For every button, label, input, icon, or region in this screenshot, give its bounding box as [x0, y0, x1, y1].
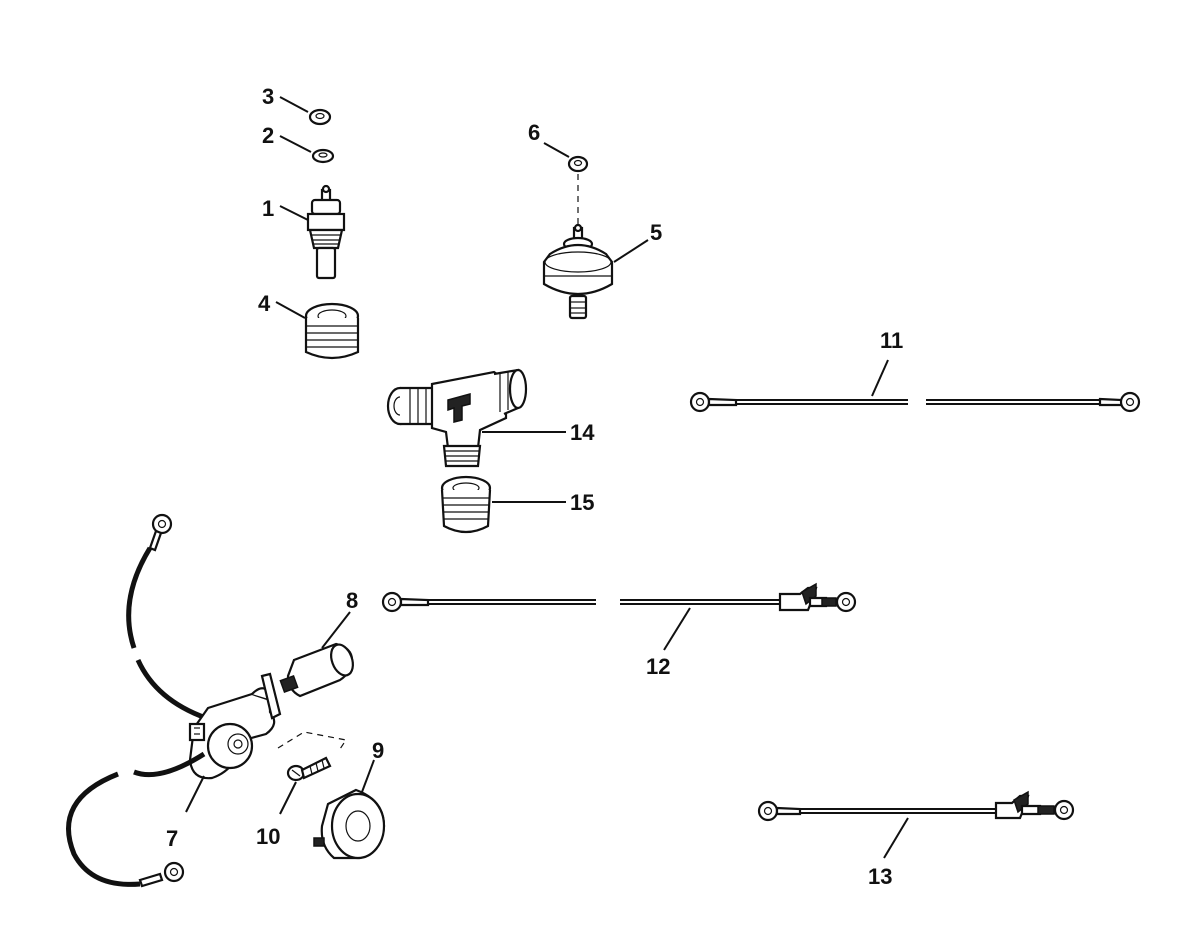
part-1-sender: 1: [262, 184, 346, 280]
part-3-nut: 3: [262, 84, 332, 126]
part-15-bushing: 15: [440, 475, 594, 534]
part-10-screw: 10: [256, 756, 332, 849]
callout-2: 2: [262, 123, 274, 148]
callout-3: 3: [262, 84, 274, 109]
callout-9: 9: [372, 738, 384, 763]
callout-1: 1: [262, 196, 274, 221]
part-6-nut: 6: [528, 120, 589, 226]
callout-6: 6: [528, 120, 540, 145]
callout-4: 4: [258, 291, 271, 316]
callout-10: 10: [256, 824, 280, 849]
callout-14: 14: [570, 420, 595, 445]
part-13-wire: 13: [757, 790, 1075, 889]
part-4-bushing: 4: [258, 291, 360, 360]
callout-15: 15: [570, 490, 594, 515]
callout-13: 13: [868, 864, 892, 889]
callout-8: 8: [346, 588, 358, 613]
part-5-pressure-sender: 5: [542, 220, 662, 320]
callout-11: 11: [880, 328, 903, 353]
callout-5: 5: [650, 220, 662, 245]
part-7-sender-assembly: 7: [66, 513, 348, 888]
part-2-washer: 2: [262, 123, 335, 164]
callout-12: 12: [646, 654, 670, 679]
callout-7: 7: [166, 826, 178, 851]
part-8-boot: 8: [279, 588, 358, 698]
part-9-cap: 9: [313, 738, 386, 860]
part-12-wire: 12: [381, 582, 857, 679]
part-14-tee-fitting: 14: [386, 368, 595, 468]
part-11-wire: 11: [689, 328, 1141, 413]
